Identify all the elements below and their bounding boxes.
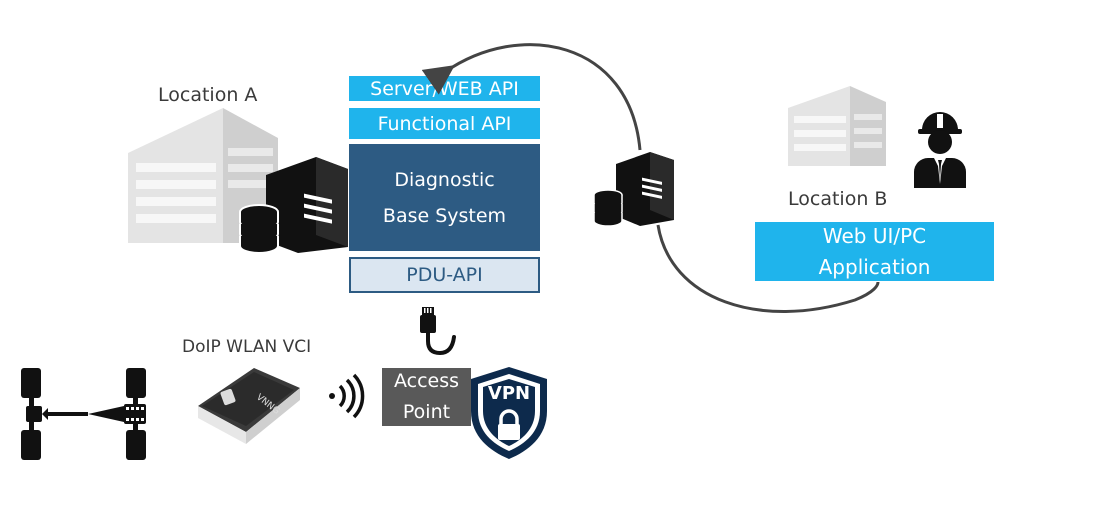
remote-database-icon — [593, 189, 623, 227]
web-ui-line2: Application — [818, 254, 931, 279]
location-b-label: Location B — [788, 188, 888, 210]
diagnostic-line1: Diagnostic — [394, 168, 495, 191]
remote-server-icon — [616, 152, 674, 226]
vci-label: DoIP WLAN VCI — [182, 337, 312, 357]
diagnostic-base-system-box: Diagnostic Base System — [349, 144, 540, 251]
server-tower-icon — [266, 157, 348, 253]
ethernet-cable-icon — [420, 307, 456, 356]
access-point-line1: Access — [393, 370, 460, 392]
location-a-label: Location A — [158, 84, 258, 106]
access-point-line2: Point — [402, 401, 451, 423]
database-icon — [239, 204, 279, 254]
web-ui-application-box: Web UI/PC Application — [755, 222, 994, 281]
wireless-signal-icon — [329, 373, 365, 419]
web-ui-line1: Web UI/PC — [822, 223, 927, 248]
vpn-label: VPN — [487, 383, 531, 404]
pdu-api-box: PDU-API — [349, 257, 540, 293]
engineer-icon — [914, 112, 966, 188]
vci-device-icon: VNNG — [198, 368, 300, 444]
access-point-box: Access Point — [382, 368, 471, 426]
diagnostic-line2: Base System — [382, 204, 507, 227]
vpn-shield-icon — [471, 367, 547, 459]
building-b-icon — [788, 86, 886, 166]
vehicle-chassis-icon — [21, 368, 146, 460]
functional-api-box: Functional API — [349, 108, 540, 139]
